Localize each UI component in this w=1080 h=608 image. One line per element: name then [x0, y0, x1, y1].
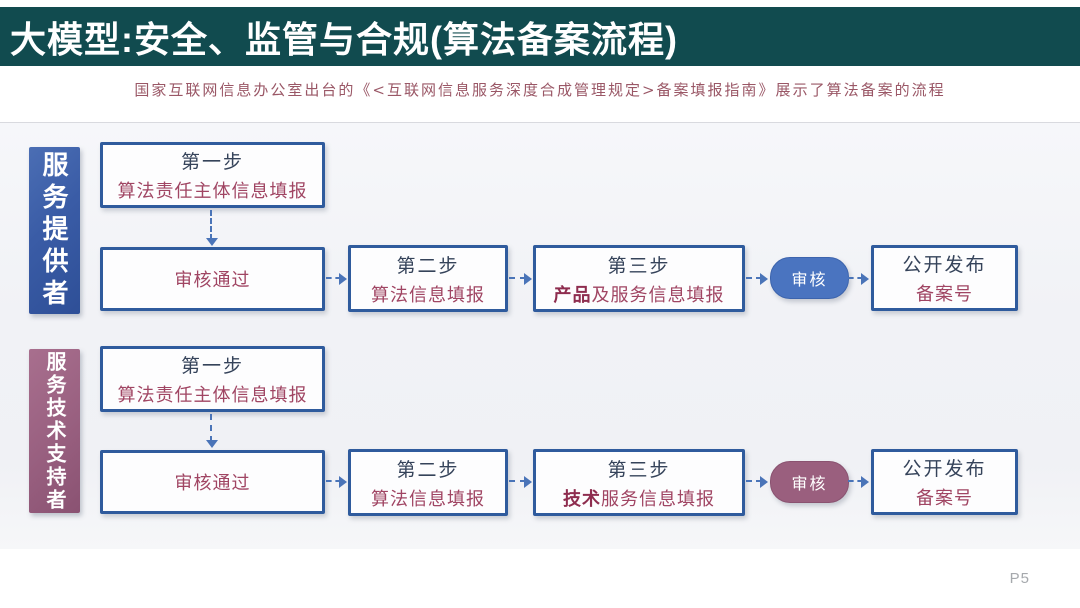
right-arrow-icon	[848, 476, 869, 488]
review-passed-box: 审核通过	[100, 450, 325, 514]
review-passed-label: 审核通过	[174, 270, 251, 290]
right-arrow-icon	[326, 476, 347, 488]
step2-desc: 算法信息填报	[371, 284, 485, 305]
subtitle: 国家互联网信息办公室出台的《<互联网信息服务深度合成管理规定>备案填报指南》展示…	[134, 81, 946, 99]
lane-label-tech-supporter: 服务技术支持者	[29, 349, 80, 513]
step1-box: 第一步 算法责任主体信息填报	[100, 346, 325, 412]
step2-title: 第二步	[396, 255, 460, 277]
review-passed-label: 审核通过	[174, 473, 251, 493]
right-arrow-icon	[326, 273, 347, 285]
down-arrow-icon	[206, 414, 218, 448]
publish-title: 公开发布	[902, 459, 987, 480]
step3-desc: 技术服务信息填报	[563, 488, 715, 509]
review-oval: 审核	[770, 461, 849, 503]
right-arrow-icon	[848, 273, 869, 285]
publish-desc: 备案号	[916, 284, 973, 304]
step2-box: 第二步 算法信息填报	[348, 245, 508, 312]
step2-box: 第二步 算法信息填报	[348, 449, 508, 516]
publish-box: 公开发布 备案号	[871, 245, 1018, 311]
publish-box: 公开发布 备案号	[871, 449, 1018, 515]
right-arrow-icon	[509, 273, 532, 285]
step1-title: 第一步	[180, 356, 244, 377]
right-arrow-icon	[746, 476, 768, 488]
review-passed-box: 审核通过	[100, 247, 325, 311]
step1-box: 第一步 算法责任主体信息填报	[100, 142, 325, 208]
page-number: P5	[1009, 570, 1030, 587]
step3-title: 第三步	[607, 459, 671, 481]
step2-desc: 算法信息填报	[371, 488, 485, 509]
step3-title: 第三步	[607, 255, 671, 277]
step1-desc: 算法责任主体信息填报	[117, 385, 308, 405]
step3-box: 第三步 技术服务信息填报	[533, 449, 745, 516]
step2-title: 第二步	[396, 459, 460, 481]
step1-title: 第一步	[180, 152, 244, 173]
right-arrow-icon	[509, 476, 532, 488]
step1-desc: 算法责任主体信息填报	[117, 181, 308, 201]
publish-desc: 备案号	[916, 488, 973, 508]
down-arrow-icon	[206, 210, 218, 246]
step3-desc: 产品及服务信息填报	[553, 284, 725, 305]
lane-label-service-provider: 服务提供者	[29, 147, 80, 314]
step3-box: 第三步 产品及服务信息填报	[533, 245, 745, 312]
header-bar: 大模型:安全、监管与合规(算法备案流程)	[0, 7, 1080, 66]
publish-title: 公开发布	[902, 255, 987, 276]
review-oval: 审核	[770, 257, 849, 299]
page-title: 大模型:安全、监管与合规(算法备案流程)	[10, 18, 678, 60]
right-arrow-icon	[746, 273, 768, 285]
